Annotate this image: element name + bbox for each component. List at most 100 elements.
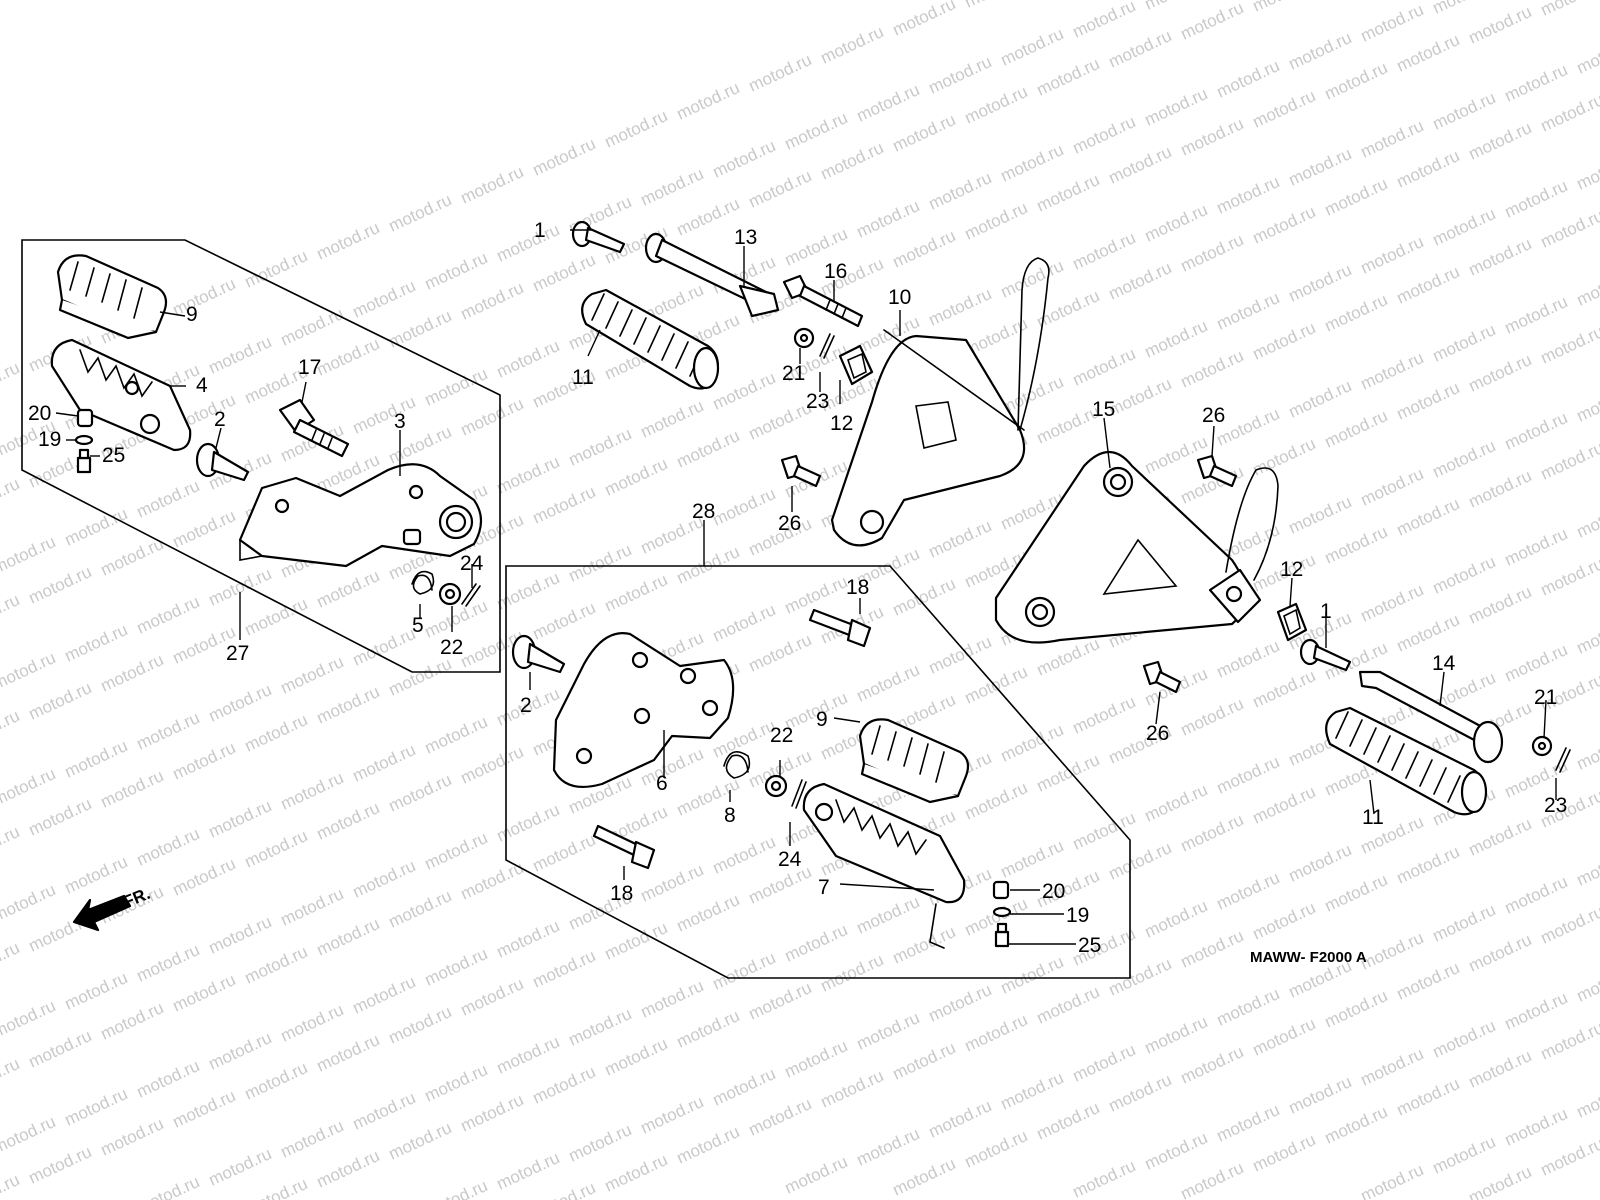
watermark-text: motod.ru — [962, 1010, 1031, 1056]
watermark-text: motod.ru — [1466, 930, 1535, 976]
watermark-text: motod.ru — [710, 948, 779, 994]
watermark-text: motod.ru — [1250, 666, 1319, 712]
watermark-text: motod.ru — [350, 740, 419, 786]
watermark-text: motod.ru — [350, 392, 419, 438]
watermark-text: motod.ru — [1466, 1162, 1535, 1200]
pin-2-right — [511, 634, 566, 674]
cotter-pin-23-right — [1555, 747, 1571, 773]
callout-9: 9 — [186, 303, 198, 326]
watermark-text: motod.ru — [1574, 148, 1600, 194]
callout-10: 10 — [888, 286, 911, 309]
watermark-text: motod.ru — [1358, 928, 1427, 974]
watermark-text: motod.ru — [1538, 206, 1600, 252]
watermark-text: motod.ru — [1070, 112, 1139, 158]
bracket-10 — [830, 257, 1050, 547]
watermark-text: motod.ru — [818, 950, 887, 996]
washer-19-right — [992, 906, 1012, 918]
watermark-text: motod.ru — [386, 886, 455, 932]
callout-27: 27 — [226, 642, 249, 665]
watermark-text: motod.ru — [962, 82, 1031, 128]
group-outline-28 — [505, 565, 1131, 979]
front-arrow-icon — [72, 894, 132, 932]
watermark-text: motod.ru — [1214, 984, 1283, 1030]
watermark-text: motod.ru — [1574, 728, 1600, 774]
watermark-text: motod.ru — [674, 194, 743, 240]
callout-23: 23 — [1544, 794, 1567, 817]
watermark-text: motod.ru — [26, 562, 95, 608]
watermark-text: motod.ru — [386, 306, 455, 352]
watermark-text: motod.ru — [1502, 1104, 1571, 1150]
watermark-text: motod.ru — [962, 198, 1031, 244]
collar-20-right — [992, 880, 1010, 900]
watermark-text: motod.ru — [674, 542, 743, 588]
watermark-text: motod.ru — [170, 970, 239, 1016]
watermark-text: motod.ru — [62, 968, 131, 1014]
watermark-text: motod.ru — [566, 424, 635, 470]
watermark-text: motod.ru — [530, 250, 599, 296]
watermark-text: motod.ru — [1322, 290, 1391, 336]
watermark-text: motod.ru — [1538, 438, 1600, 484]
bolt-17 — [278, 398, 350, 458]
watermark-text: motod.ru — [1106, 26, 1175, 72]
watermark-text: motod.ru — [926, 632, 995, 678]
watermark-text: motod.ru — [242, 1058, 311, 1104]
watermark-text: motod.ru — [1358, 580, 1427, 626]
watermark-text: motod.ru — [746, 1094, 815, 1140]
watermark-text: motod.ru — [1430, 204, 1499, 250]
watermark-text: motod.ru — [1430, 88, 1499, 134]
watermark-text: motod.ru — [1466, 814, 1535, 860]
watermark-text: motod.ru — [818, 138, 887, 184]
watermark-text: motod.ru — [134, 824, 203, 870]
callout-16: 16 — [824, 260, 847, 283]
watermark-text: motod.ru — [314, 218, 383, 264]
watermark-text: motod.ru — [1106, 374, 1175, 420]
watermark-text: motod.ru — [674, 1006, 743, 1052]
watermark-text: motod.ru — [1178, 114, 1247, 160]
watermark-text: motod.ru — [530, 598, 599, 644]
watermark-text: motod.ru — [278, 652, 347, 698]
watermark-text: motod.ru — [350, 276, 419, 322]
watermark-text: motod.ru — [314, 334, 383, 380]
watermark-text: motod.ru — [530, 1178, 599, 1200]
watermark-text: motod.ru — [1574, 960, 1600, 1006]
washer-21-right — [1531, 735, 1553, 757]
watermark-text: motod.ru — [890, 110, 959, 156]
watermark-text: motod.ru — [854, 660, 923, 706]
watermark-text: motod.ru — [818, 1066, 887, 1112]
watermark-text: motod.ru — [1322, 1102, 1391, 1148]
watermark-text: motod.ru — [458, 394, 527, 440]
watermark-text: motod.ru — [998, 256, 1067, 302]
watermark-text: motod.ru — [530, 482, 599, 528]
watermark-text: motod.ru — [1142, 316, 1211, 362]
watermark-text: motod.ru — [710, 368, 779, 414]
callout-24: 24 — [778, 848, 802, 871]
watermark-text: motod.ru — [998, 952, 1067, 998]
watermark-text: motod.ru — [0, 1170, 22, 1200]
watermark-text: motod.ru — [134, 1172, 203, 1200]
watermark-text: motod.ru — [1070, 692, 1139, 738]
watermark-text: motod.ru — [782, 1036, 851, 1082]
callout-labels: 9 4 20 19 25 2 17 3 5 22 24 27 1 13 16 2… — [28, 219, 1567, 966]
watermark-text: motod.ru — [1538, 1134, 1600, 1180]
watermark-text: motod.ru — [422, 364, 491, 410]
watermark-text: motod.ru — [1574, 844, 1600, 890]
watermark-text: motod.ru — [0, 764, 58, 810]
watermark-text: motod.ru — [170, 854, 239, 900]
watermark-text: motod.ru — [890, 0, 959, 40]
plate-12-right — [1276, 602, 1308, 642]
cotter-pin-23-upper — [819, 333, 835, 359]
watermark-text: motod.ru — [314, 682, 383, 728]
watermark-text: motod.ru — [530, 946, 599, 992]
watermark-text: motod.ru — [1214, 1100, 1283, 1146]
watermark-text: motod.ru — [26, 1142, 95, 1188]
bolt-16 — [782, 274, 864, 328]
watermark-text: motod.ru — [134, 1056, 203, 1102]
watermark-text: motod.ru — [1358, 0, 1427, 46]
watermark-text: motod.ru — [746, 630, 815, 676]
callout-25: 25 — [102, 444, 125, 467]
watermark-text: motod.ru — [62, 1084, 131, 1130]
callout-19: 19 — [38, 428, 61, 451]
watermark-text: motod.ru — [1466, 582, 1535, 628]
watermark-text: motod.ru — [1502, 640, 1571, 686]
